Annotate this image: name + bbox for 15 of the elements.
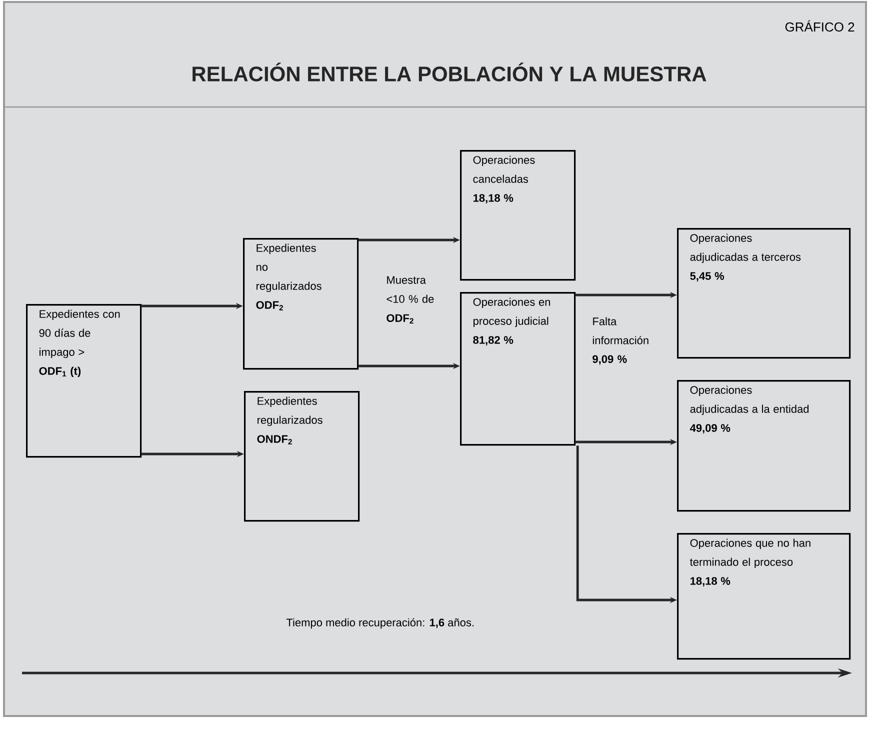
- process-box: Operaciones adjudicadas a terceros 5,45 %: [677, 228, 851, 359]
- process-box: Operaciones que no han terminado el proceso 18,18 %: [677, 533, 851, 660]
- annotation-text: Muestra <10 % de: [386, 276, 434, 303]
- process-box: Expedientes regularizados ONDF$_{2}$: [244, 391, 360, 522]
- chart-number: GRÁFICO 2: [785, 20, 854, 32]
- process-box: Operaciones canceladas 18,18 %: [460, 150, 576, 281]
- process-box: Operaciones en proceso judicial 81,82 %: [460, 292, 576, 446]
- annotation-text: Falta información: [592, 317, 648, 344]
- process-box: Operaciones adjudicadas a la entidad 49,09 %: [677, 380, 851, 512]
- process-box: Expedientes con 90 días de impago > ODF$_{1}$ (t): [26, 304, 142, 458]
- process-box: Expedientes no regularizados ODF$_{2}$: [243, 238, 359, 370]
- annotation-text: ODF$_{2}$: [386, 314, 414, 324]
- annotation-text: 9,09 %: [592, 355, 627, 365]
- title: RELACIÓN ENTRE LA POBLACIÓN Y LA MUESTRA: [192, 62, 706, 82]
- annotation-text: Tiempo medio recuperación: 1,6 años.: [286, 618, 474, 629]
